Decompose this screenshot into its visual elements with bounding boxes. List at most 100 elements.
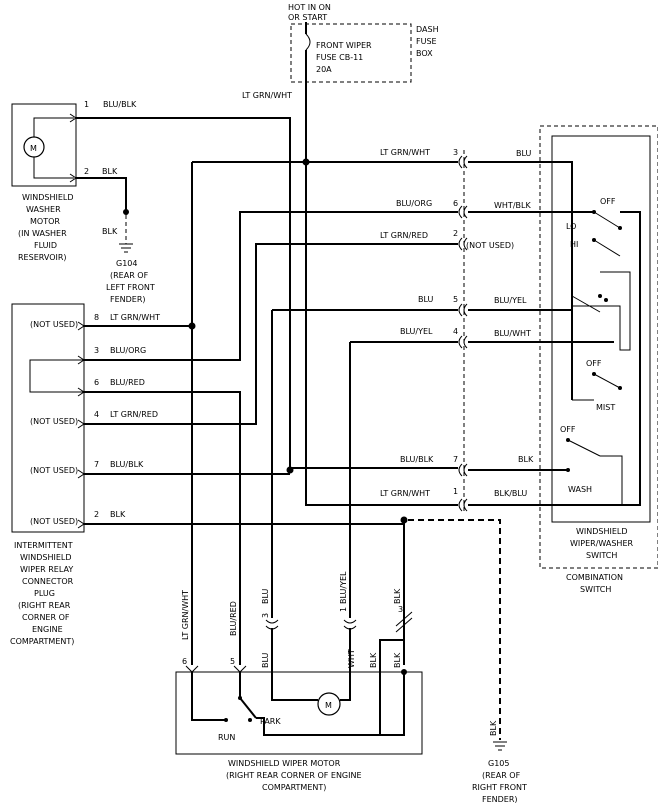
sw-right-3: BLU <box>516 149 532 158</box>
mw-vert-blk: BLK <box>393 588 402 604</box>
g104-label-2: (REAR OF <box>110 271 149 280</box>
motor-caption-2: (RIGHT REAR CORNER OF ENGINE <box>226 771 362 780</box>
washer-caption-5: FLUID <box>34 241 57 250</box>
g105-label-1: G105 <box>488 759 509 768</box>
relay-terminals <box>77 321 85 529</box>
relay-caption-7: CORNER OF <box>22 613 70 622</box>
wire-blu-red <box>84 391 241 665</box>
relay-side-8: (NOT USED) <box>30 320 78 329</box>
switch-wire-blk-blu <box>468 211 641 506</box>
splice-dot <box>123 209 129 215</box>
relay-pin2-wire: BLK <box>110 510 126 519</box>
g104-label-1: G104 <box>116 259 137 268</box>
switch-contacts-wash <box>567 439 623 505</box>
relay-plug-box <box>11 303 85 533</box>
wiper-motor-box <box>175 671 423 755</box>
mw-bot-blk: BLK <box>369 652 378 668</box>
contact-dot <box>604 298 608 302</box>
switch-terminals-inner <box>463 155 468 512</box>
washer-caption-4: (IN WASHER <box>18 229 67 238</box>
sw-left-5: BLU <box>418 295 434 304</box>
switch-terminals <box>458 155 463 512</box>
dash-fuse-box-2: FUSE <box>416 37 437 46</box>
washer-caption-2: WASHER <box>26 205 61 214</box>
g105-wire: BLK <box>489 720 498 736</box>
sw-num-1: 1 <box>453 487 458 496</box>
motor-caption-1: WINDSHIELD WIPER MOTOR <box>228 759 341 768</box>
relay-caption-2: WINDSHIELD <box>20 553 72 562</box>
relay-pin8-wire: LT GRN/WHT <box>110 313 160 322</box>
sw-pos-hi: HI <box>570 240 578 249</box>
wire-blu-org <box>84 211 458 361</box>
sw-right-7: BLK <box>518 455 534 464</box>
contact-dot <box>618 226 622 230</box>
mw-pin-6: 6 <box>182 657 187 666</box>
sw-pos-lo: LO <box>566 222 576 231</box>
washer-motor-m: M <box>30 144 37 153</box>
splice-dot <box>400 516 408 524</box>
contact-dot <box>592 210 596 214</box>
mw-vert-blu: BLU <box>261 588 270 604</box>
fuse-element <box>305 33 311 51</box>
wire-blk-washer <box>76 177 127 212</box>
mw-bot-blu: BLU <box>261 652 270 668</box>
splice-dot <box>401 669 407 675</box>
sw-pos-mist: MIST <box>596 403 615 412</box>
relay-pin8-num: 8 <box>94 313 99 322</box>
motor-wires-lower <box>271 622 405 735</box>
dash-fuse-box-outline <box>290 23 412 83</box>
g104-label-3: LEFT FRONT <box>106 283 155 292</box>
ground-symbol-g105 <box>493 741 507 751</box>
sw-left-2: LT GRN/RED <box>380 231 428 240</box>
mw-bot-blk2: BLK <box>393 652 402 668</box>
sw-num-2: 2 <box>453 229 458 238</box>
sw-pos-off2: OFF <box>586 359 602 368</box>
relay-caption-5: PLUG <box>34 589 55 598</box>
wiper-motor-m: M <box>325 701 332 710</box>
g105-label-4: FENDER) <box>482 795 518 803</box>
contact-dot <box>592 372 596 376</box>
relay-side-2: (NOT USED) <box>30 517 78 526</box>
washer-caption-3: MOTOR <box>30 217 60 226</box>
sw-pos-wash: WASH <box>568 485 592 494</box>
relay-pin3-num: 3 <box>94 346 99 355</box>
sw-num-5: 5 <box>453 295 458 304</box>
contact-dot <box>238 696 242 700</box>
combo-caption-2: SWITCH <box>580 585 611 594</box>
mw-vert-blu-yel: BLU/YEL <box>339 571 348 604</box>
washer-caption-1: WINDSHIELD <box>22 193 74 202</box>
sw-num-4: 4 <box>453 327 458 336</box>
relay-side-4: (NOT USED) <box>30 417 78 426</box>
splice-dot <box>286 466 294 474</box>
mw-pin-1: 1 <box>339 607 348 612</box>
mw-bot-wht: WHT <box>347 649 356 668</box>
mw-pin-3: 3 <box>261 613 270 618</box>
sw-num-3: 3 <box>453 148 458 157</box>
contact-dot <box>566 438 570 442</box>
washer-ground-wire: BLK <box>102 227 118 236</box>
contact-dot <box>618 386 622 390</box>
contact-dot <box>592 238 596 242</box>
fuse-feed-run <box>305 100 458 506</box>
fuse-feed-wire-label: LT GRN/WHT <box>242 91 292 100</box>
mw-vert-lt-grn-wht: LT GRN/WHT <box>181 590 190 640</box>
motor-inline-terminals <box>265 611 413 633</box>
switch-contacts-upper <box>571 211 631 351</box>
relay-pin6-wire: BLU/RED <box>110 378 145 387</box>
switch-wire-blu <box>468 161 573 400</box>
motor-box-terminals <box>185 665 247 673</box>
wire-blu-blk-washer <box>76 117 458 469</box>
sw-left-7: BLU/BLK <box>400 455 434 464</box>
sw-left-1: LT GRN/WHT <box>380 489 430 498</box>
sw-pos-off1: OFF <box>600 197 616 206</box>
relay-pin4-wire: LT GRN/RED <box>110 410 158 419</box>
sw-right-1: BLK/BLU <box>494 489 527 498</box>
contact-dot <box>566 468 570 472</box>
relay-pin2-num: 2 <box>94 510 99 519</box>
motor-ground-loop <box>380 672 405 736</box>
washer-pin1-num: 1 <box>84 100 89 109</box>
sw-num-7: 7 <box>453 455 458 464</box>
relay-caption-6: (RIGHT REAR <box>18 601 71 610</box>
relay-pin3-wire: BLU/ORG <box>110 346 146 355</box>
